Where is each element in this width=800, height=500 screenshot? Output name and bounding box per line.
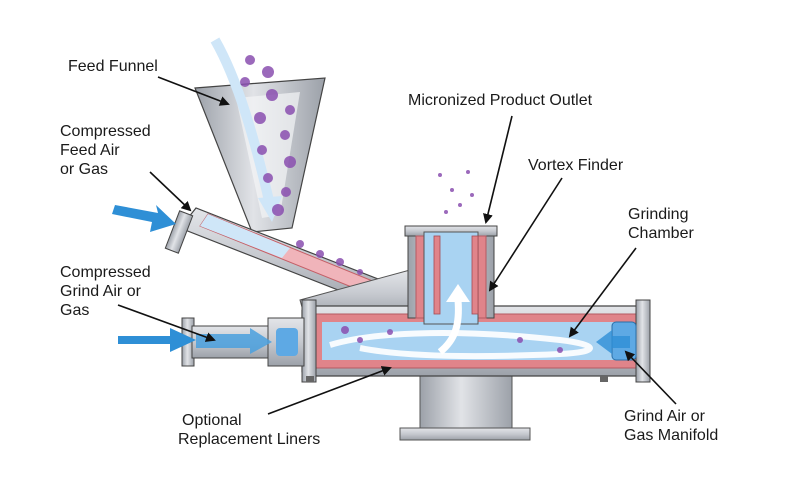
compressed-feed-air-line-3: or Gas [60, 161, 109, 178]
feed-funnel-label: Feed Funnel [68, 58, 158, 75]
grind-air-manifold-line-2: Gas Manifold [624, 427, 719, 444]
compressed-feed-air-label: Compressed Feed Air or Gas [60, 122, 151, 179]
grind-air-manifold-line-1: Grind Air or [624, 408, 705, 425]
vortex-flow [329, 284, 593, 359]
particles [240, 55, 563, 353]
compressed-feed-air-line-1: Compressed [60, 123, 151, 140]
support-base [399, 374, 531, 441]
product-outlet-label: Micronized Product Outlet [408, 92, 593, 109]
replacement-liners-line-2: Replacement Liners [178, 431, 321, 448]
outlet-tube [404, 225, 498, 325]
grind-air-manifold-label: Grind Air or Gas Manifold [624, 407, 718, 445]
compressed-grind-air-line-1: Compressed [60, 264, 151, 281]
grinding-chamber-label: Grinding Chamber [628, 205, 694, 243]
grinding-chamber-line-1: Grinding [628, 206, 689, 223]
compressed-grind-air-line-3: Gas [60, 302, 90, 319]
replacement-liners-line-1: Optional [182, 412, 242, 429]
replacement-liners-label: Optional Replacement Liners [178, 411, 320, 449]
leader-lines [117, 76, 677, 415]
grinding-chamber-line-2: Chamber [628, 225, 694, 242]
compressed-grind-air-label: Compressed Grind Air or Gas [60, 263, 151, 320]
compressed-feed-air-line-2: Feed Air [60, 142, 120, 159]
compressed-grind-air-line-2: Grind Air or [60, 283, 141, 300]
vortex-finder-label: Vortex Finder [528, 157, 624, 174]
